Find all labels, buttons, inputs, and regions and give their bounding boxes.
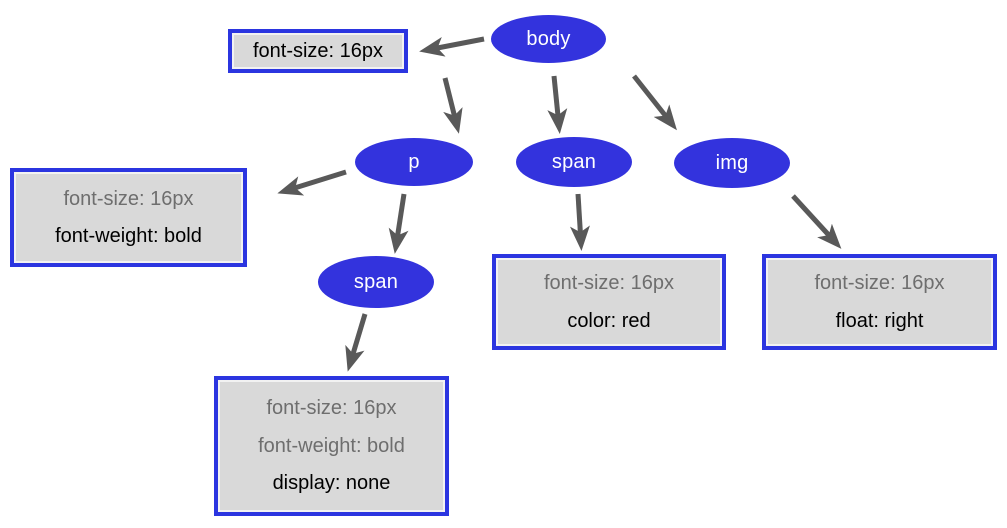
- node-span-middle[interactable]: span: [516, 137, 632, 187]
- declaration-line: font-weight: bold: [55, 225, 202, 247]
- node-p[interactable]: p: [355, 138, 473, 186]
- node-label: span: [353, 270, 399, 293]
- declaration-box-body: font-size: 16px: [228, 29, 408, 73]
- node-label: body: [526, 27, 571, 50]
- edge-img-to-box: [791, 194, 842, 249]
- declaration-line: font-weight: bold: [258, 434, 405, 457]
- edge-body-to-img: [632, 74, 677, 131]
- declaration-line: font-size: 16px: [252, 39, 384, 62]
- edge-body-to-box: [419, 36, 485, 57]
- declaration-box-img: font-size: 16px float: right: [762, 254, 997, 350]
- node-span-child[interactable]: span: [318, 256, 434, 308]
- declaration-box-span-child: font-size: 16px font-weight: bold displa…: [214, 376, 449, 516]
- node-body[interactable]: body: [491, 15, 606, 63]
- edge-body-to-span-mid: [547, 75, 568, 134]
- declaration-line: float: right: [835, 309, 924, 332]
- edge-span-mid-to-box: [569, 193, 590, 251]
- edge-p-to-box: [277, 169, 347, 196]
- edge-body-to-p: [442, 77, 463, 134]
- declaration-line: font-size: 16px: [63, 187, 194, 210]
- declaration-box-span-middle: font-size: 16px color: red: [492, 254, 726, 350]
- node-label: p: [408, 150, 420, 173]
- declaration-line: font-size: 16px: [266, 397, 397, 420]
- declaration-line: font-size: 16px: [814, 272, 945, 295]
- declaration-line: font-size: 16px: [543, 272, 675, 295]
- node-img[interactable]: img: [674, 138, 790, 188]
- node-label: span: [551, 150, 597, 173]
- declaration-line: color: red: [567, 309, 651, 332]
- node-label: img: [715, 151, 749, 174]
- declaration-line: display: none: [272, 472, 391, 495]
- declaration-box-p: font-size: 16px font-weight: bold: [10, 168, 247, 267]
- edge-p-to-span-child: [388, 193, 409, 254]
- edge-span-child-to-box: [345, 313, 368, 372]
